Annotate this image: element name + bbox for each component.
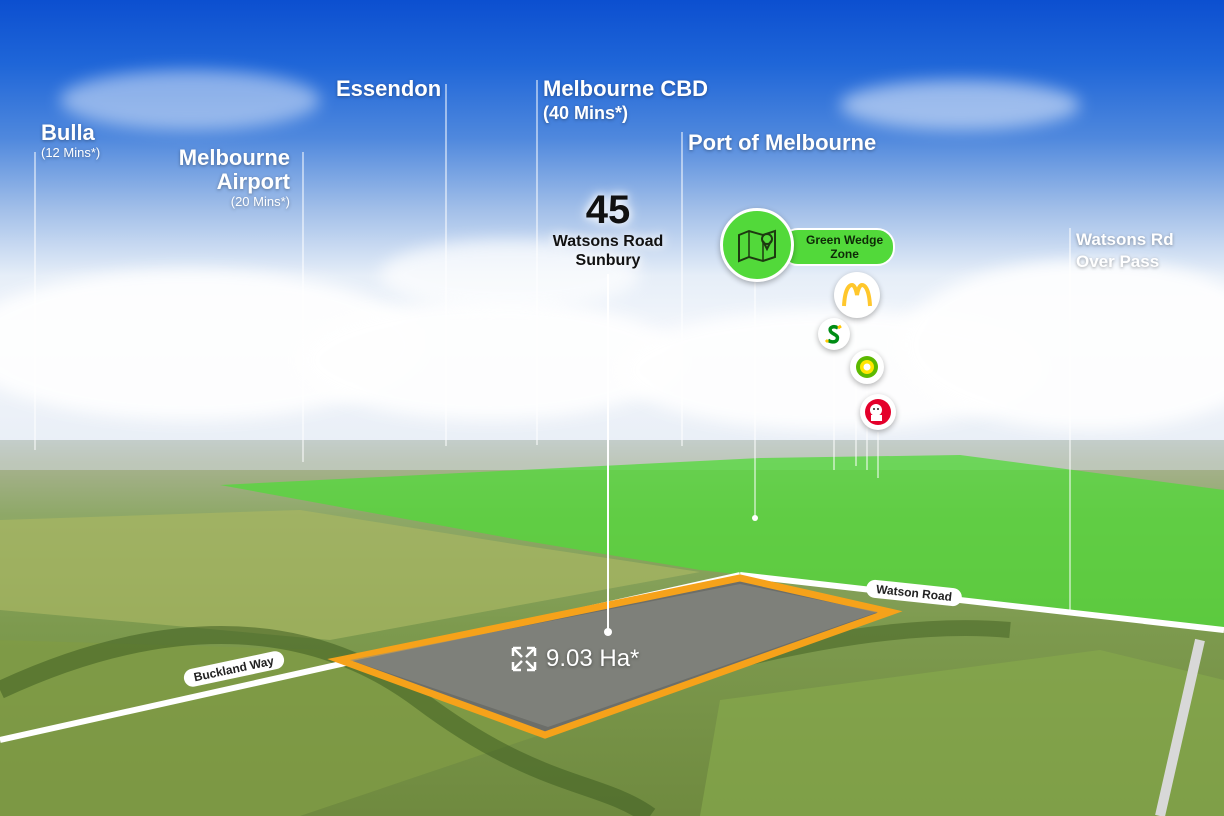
green-wedge-area <box>220 455 1224 630</box>
overpass-line2: Over Pass <box>1076 252 1160 271</box>
airport-name-line1: Melbourne <box>178 145 290 170</box>
cbd-label: Melbourne CBD (40 Mins*) <box>543 77 708 125</box>
airport-label: Melbourne Airport (20 Mins*) <box>166 145 290 210</box>
property-callout: 45 Watsons Road Sunbury <box>538 188 678 270</box>
bulla-name: Bulla <box>41 120 95 145</box>
airport-name-line2: Airport <box>216 169 290 194</box>
cloud <box>380 240 640 310</box>
bp-icon <box>850 350 884 384</box>
cbd-name: Melbourne CBD <box>543 76 708 101</box>
watson-road <box>739 572 1224 633</box>
property-suburb: Sunbury <box>575 252 641 269</box>
bulla-time: (12 Mins*) <box>41 145 101 160</box>
cloud <box>60 70 320 130</box>
overpass-line1: Watsons Rd <box>1076 230 1174 249</box>
subway-icon <box>818 318 850 350</box>
cloud <box>900 260 1224 430</box>
bulla-label: Bulla (12 Mins*) <box>41 120 101 161</box>
zone-badge <box>720 208 794 282</box>
zone-label-line2: Zone <box>830 247 859 261</box>
cloud <box>300 300 680 420</box>
essendon-label: Essendon <box>336 77 441 101</box>
port-label: Port of Melbourne <box>688 131 876 155</box>
green-wedge-pill: Green Wedge Zone <box>780 228 896 266</box>
mcdonalds-icon <box>834 272 880 318</box>
field-patch <box>700 650 1224 816</box>
cloud <box>840 80 1080 130</box>
area-value: 9.03 Ha* <box>546 645 640 672</box>
essendon-name: Essendon <box>336 76 442 101</box>
property-marker-dot <box>604 628 612 636</box>
port-name: Port of Melbourne <box>688 130 877 155</box>
zone-label-line1: Green Wedge <box>806 233 884 247</box>
zone-marker-dot <box>752 515 758 521</box>
property-number: 45 <box>585 188 631 232</box>
field-patch <box>0 510 700 640</box>
expand-icon <box>511 646 537 672</box>
property-street: Watsons Road <box>552 233 664 250</box>
cbd-time: (40 Mins*) <box>543 103 629 123</box>
property-land <box>350 584 878 727</box>
airport-time: (20 Mins*) <box>230 194 290 209</box>
overpass-label: Watsons Rd Over Pass <box>1076 229 1174 273</box>
kfc-icon <box>860 394 896 430</box>
area-label: 9.03 Ha* <box>510 645 639 673</box>
map-pin-icon <box>738 229 776 263</box>
highway <box>1155 638 1205 816</box>
